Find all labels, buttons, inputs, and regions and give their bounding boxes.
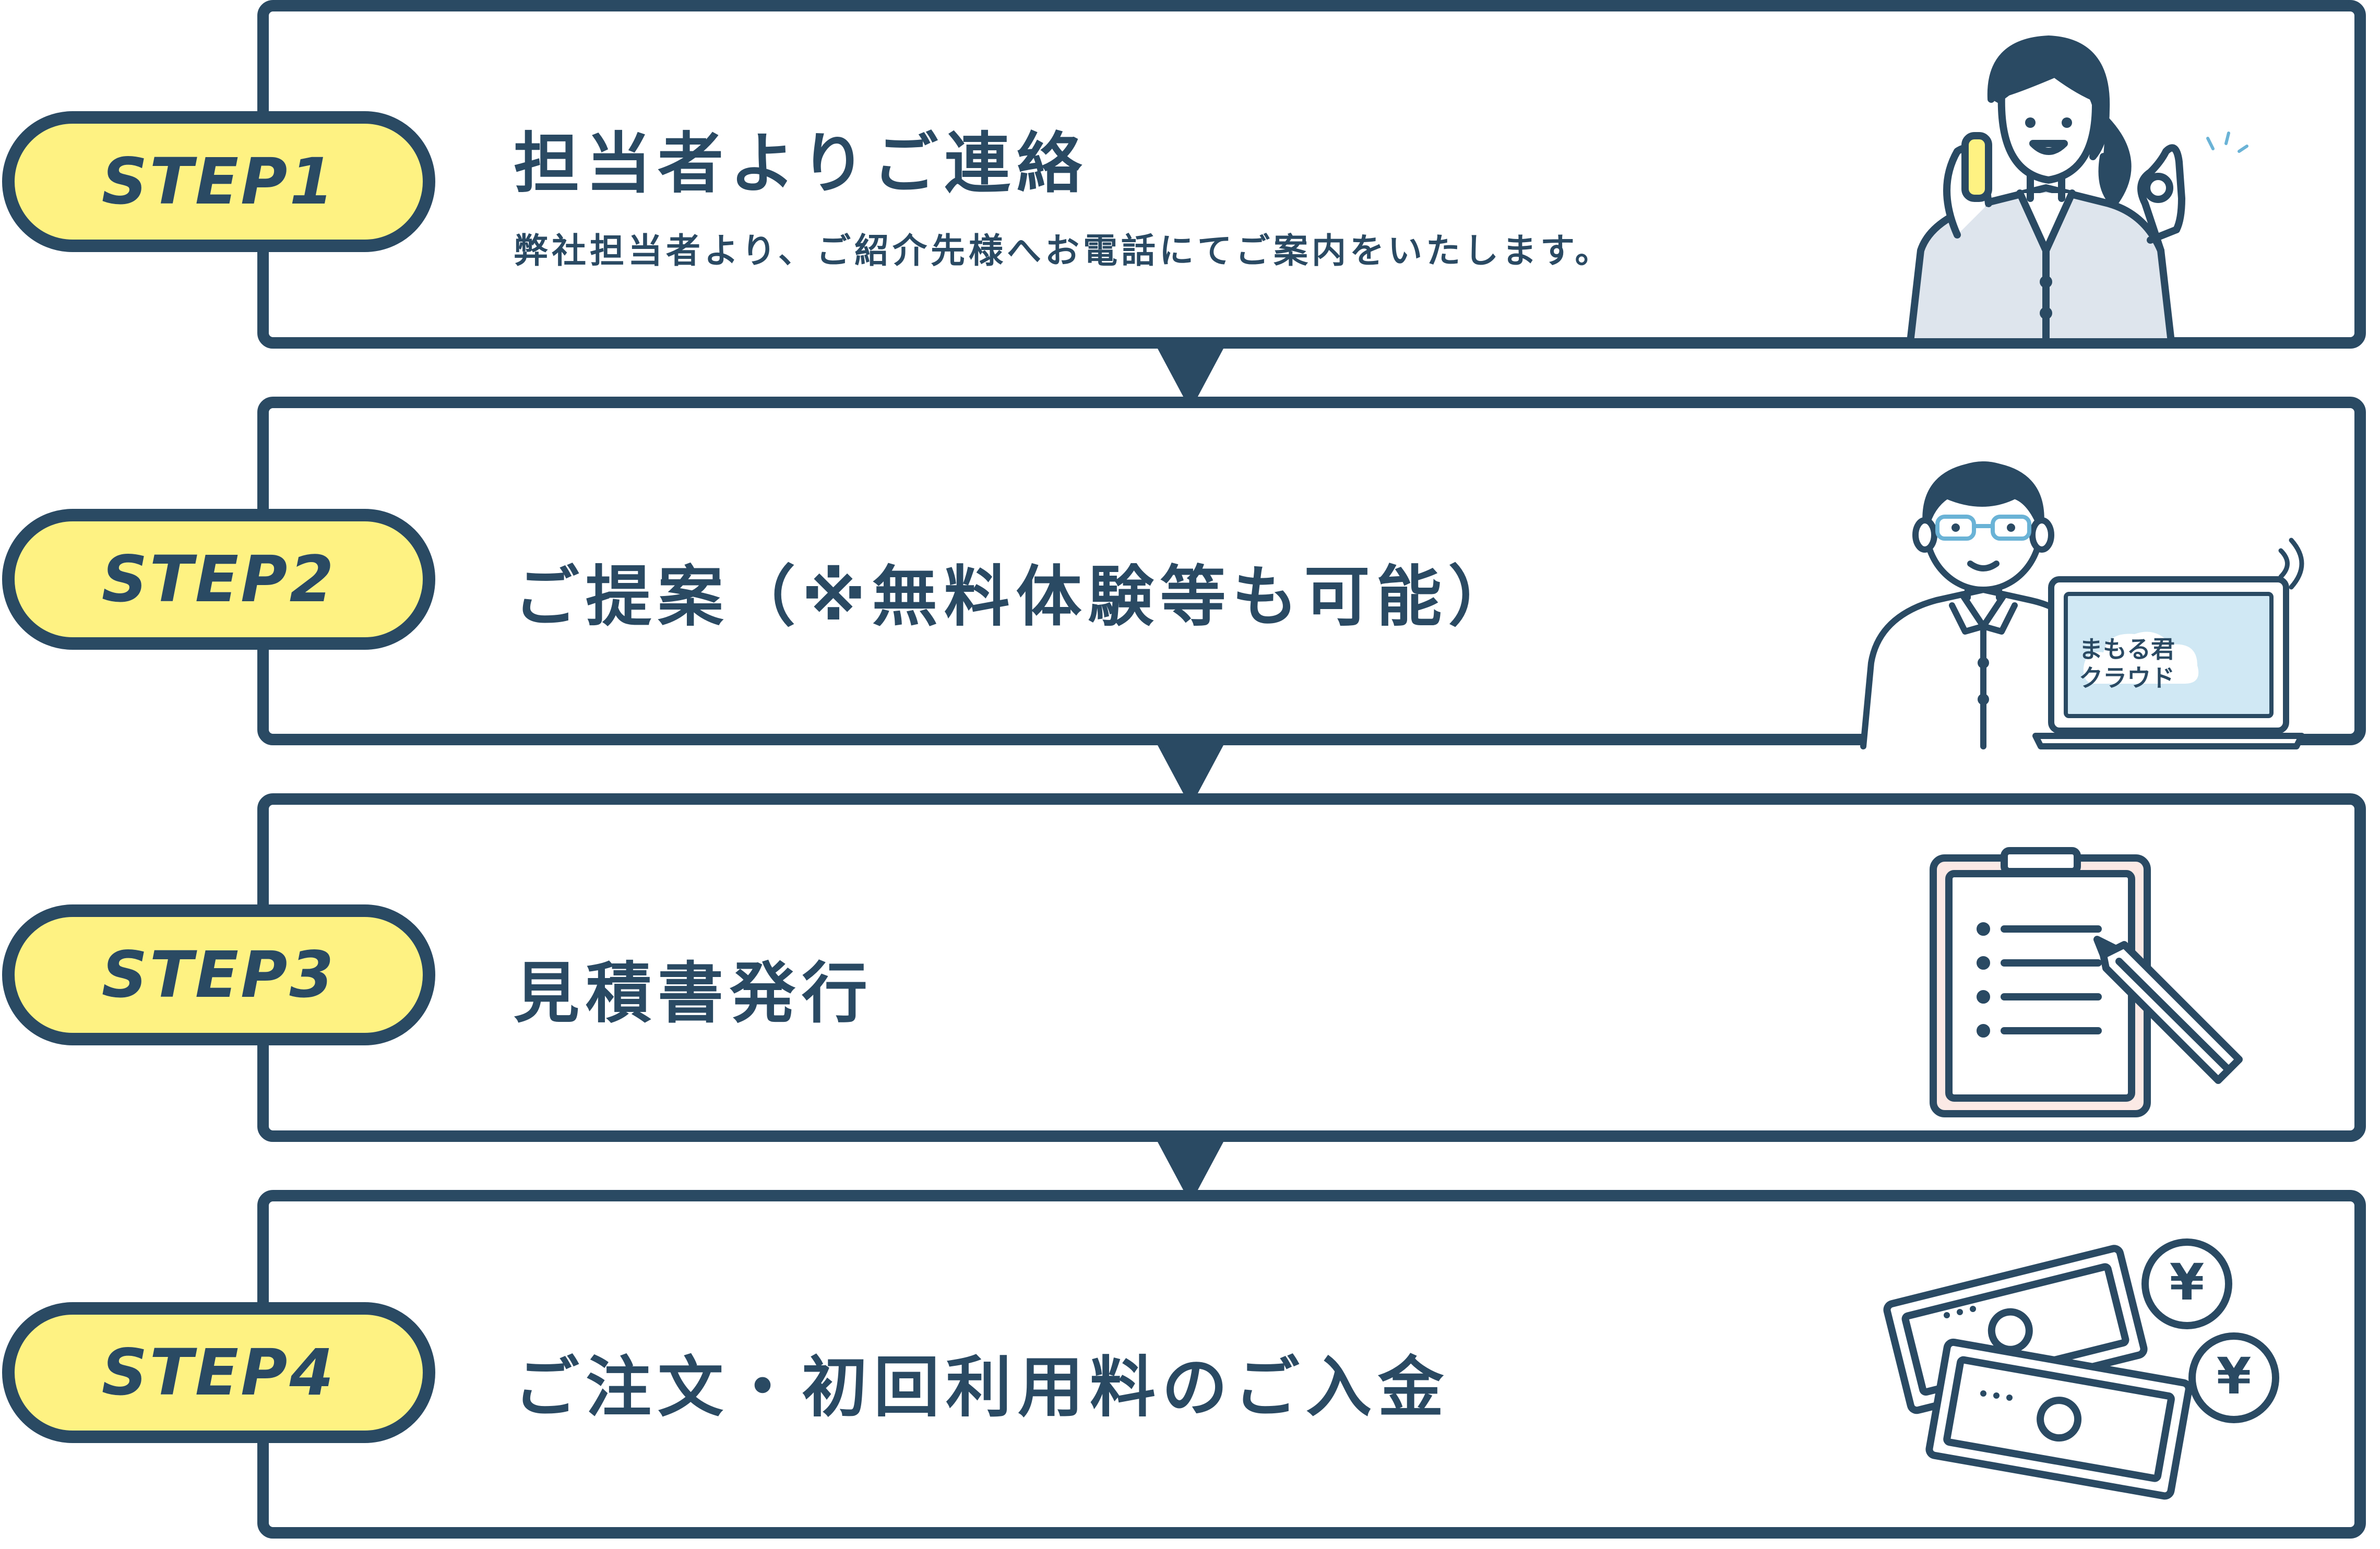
coin-yen-symbol-2: ¥ (2217, 1347, 2252, 1405)
step2-badge-label: STEP2 (101, 542, 336, 616)
step4-title: ご注文・初回利用料のご入金 (514, 1349, 1450, 1426)
laptop-screen-text-line2: クラウド (2079, 664, 2175, 692)
clipboard-pencil-icon (1930, 847, 2243, 1117)
step2-title: ご提案（※無料体験等も可能） (514, 558, 1520, 635)
step4-badge-label: STEP4 (101, 1336, 336, 1410)
step3-title: 見積書発行 (514, 955, 874, 1032)
coin-yen-symbol-1: ¥ (2170, 1253, 2205, 1312)
laptop-screen-text-line1: まもる君 (2079, 635, 2175, 663)
step1-badge-label: STEP1 (101, 145, 336, 219)
money-yen-icon: ¥ ¥ (1883, 1238, 2279, 1500)
woman-on-phone-icon (1907, 35, 2248, 345)
step3-badge-label: STEP3 (101, 938, 336, 1012)
man-with-laptop-icon: まもる君 クラウド (1860, 461, 2305, 749)
step3-badge: STEP3 (2, 904, 435, 1045)
step4-badge: STEP4 (2, 1302, 435, 1443)
step1-description: 弊社担当者より、ご紹介先様へお電話にてご案内をいたします。 (514, 231, 1613, 271)
step2-badge: STEP2 (2, 509, 435, 650)
step1-title: 担当者よりご連絡 (514, 125, 1089, 202)
step1-badge: STEP1 (2, 111, 435, 252)
